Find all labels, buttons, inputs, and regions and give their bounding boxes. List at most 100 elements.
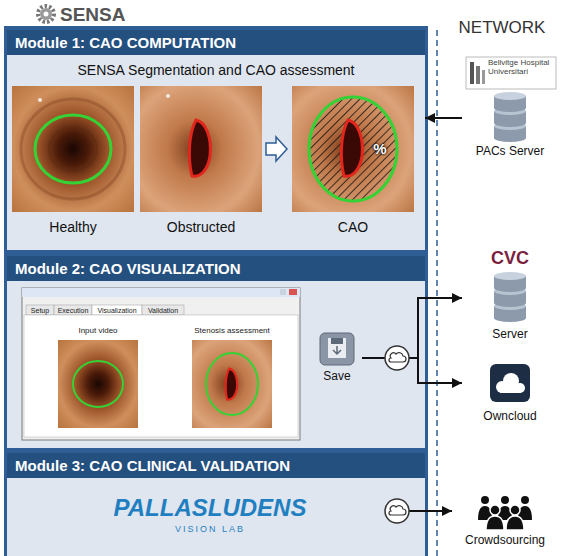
gui-screenshot xyxy=(280,289,286,295)
healthy-endoscopy-image xyxy=(12,86,134,212)
pacs-server: Bellvitge Hospital UniversitariPACs Serv… xyxy=(462,55,558,163)
obstructed-endoscopy-image xyxy=(189,120,210,176)
gui-screenshot xyxy=(24,315,298,437)
gui-screenshot xyxy=(58,340,138,428)
module-panel: Module 2: CAO VISUALIZATION Save xyxy=(7,256,425,448)
obstructed-endoscopy-image xyxy=(140,86,262,212)
module-header: Module 2: CAO VISUALIZATION xyxy=(7,256,425,281)
database-icon xyxy=(494,314,526,322)
owncloud-icon xyxy=(490,364,530,402)
crowd-icon xyxy=(478,496,532,530)
logo-wordmark: PALLASLUDENS xyxy=(100,494,320,522)
module-panel: Module 1: CAO COMPUTATION SENSA Segmentat… xyxy=(7,30,425,250)
server-label: PACs Server xyxy=(462,145,558,159)
block-arrow xyxy=(266,137,287,161)
owncloud-icon xyxy=(490,364,530,402)
cloud-junction xyxy=(385,346,409,370)
gui-tab: Validation xyxy=(142,306,184,315)
hospital-logo xyxy=(466,57,556,89)
save-icon xyxy=(331,338,343,344)
connector-arrow xyxy=(425,117,462,119)
sensa-frame: SENSAModule 1: CAO COMPUTATIONSENSA Segm… xyxy=(4,2,428,556)
gui-screenshot xyxy=(22,288,300,440)
gear-icon xyxy=(38,6,54,22)
owncloud-storage: Owncloud xyxy=(462,362,558,428)
gear-icon xyxy=(44,12,49,17)
healthy-endoscopy-image xyxy=(49,127,97,171)
sensa-frame-fill xyxy=(4,26,428,556)
save-button: Save xyxy=(312,330,362,388)
gui-caption: Stenosis assessment xyxy=(180,326,284,335)
save-icon xyxy=(320,333,354,365)
cloud-junction xyxy=(389,353,406,362)
crowd-icon xyxy=(490,505,500,515)
cao-endoscopy-image xyxy=(341,120,362,176)
connector-arrow xyxy=(362,358,462,383)
save-icon xyxy=(333,346,341,354)
database-icon xyxy=(494,272,526,322)
cloud-junction xyxy=(385,499,409,523)
gui-screenshot xyxy=(92,305,142,315)
hospital-logo xyxy=(476,66,480,84)
module-header: Module 3: CAO CLINICAL VALIDATION xyxy=(7,453,425,478)
logo-text: CVC xyxy=(462,248,558,269)
healthy-endoscopy-image xyxy=(35,115,111,183)
cao-endoscopy-image xyxy=(292,86,414,212)
server-label: Server xyxy=(462,328,558,342)
crowd-icon xyxy=(510,505,520,515)
percentage-mark: % xyxy=(368,140,392,157)
hospital-logo xyxy=(466,57,556,89)
hospital-logo xyxy=(470,62,474,84)
image-caption: Healthy xyxy=(12,219,134,235)
gear-icon xyxy=(38,6,54,22)
connector-arrow xyxy=(425,510,452,512)
database-icon xyxy=(494,272,526,280)
storage-label: Owncloud xyxy=(462,410,558,424)
gui-screenshot xyxy=(206,353,258,415)
gui-screenshot xyxy=(26,305,54,315)
database-icon xyxy=(494,92,526,100)
database-icon xyxy=(494,119,526,127)
cloud-junction xyxy=(389,506,406,515)
button-label: Save xyxy=(312,370,362,384)
module-panel-fill xyxy=(7,30,425,556)
obstructed-endoscopy-image xyxy=(166,94,170,98)
crowd-icon xyxy=(521,496,529,504)
obstructed-endoscopy-image xyxy=(140,86,262,212)
connector-stub xyxy=(409,511,425,512)
crowd-icon xyxy=(486,516,504,530)
gui-screenshot xyxy=(192,340,272,428)
gui-screenshot xyxy=(22,288,300,440)
panel-subtitle: SENSA Segmentation and CAO assessment xyxy=(7,62,425,78)
gui-screenshot xyxy=(22,288,300,297)
database-icon xyxy=(494,92,526,142)
module-header: Module 1: CAO COMPUTATION xyxy=(7,30,425,55)
healthy-endoscopy-image xyxy=(12,86,134,212)
sensa-frame-fill xyxy=(4,26,428,556)
module-panel-fill xyxy=(7,256,425,448)
gear-icon xyxy=(40,8,52,20)
crowd-icon xyxy=(481,496,489,504)
crowd-label: Crowdsourcing xyxy=(452,534,558,548)
healthy-endoscopy-image xyxy=(21,99,125,199)
save-icon xyxy=(328,338,346,358)
module-panel-fill xyxy=(7,453,425,556)
region-heading: NETWORK xyxy=(444,18,560,38)
logo-text: Bellvitge Hospital Universitari xyxy=(488,58,556,76)
gui-screenshot xyxy=(226,369,238,400)
crowd-icon xyxy=(501,496,509,504)
network-divider xyxy=(437,30,438,556)
healthy-endoscopy-image xyxy=(38,98,42,102)
gui-screenshot xyxy=(54,305,92,315)
gui-tab: Setup xyxy=(26,306,54,315)
connector-stub xyxy=(409,510,425,512)
cao-endoscopy-image xyxy=(309,97,397,201)
cloud-junction xyxy=(385,346,409,370)
gui-tab: Visualization xyxy=(92,306,142,315)
gui-caption: Input video xyxy=(52,326,144,335)
logo-subtitle: VISION LAB xyxy=(100,524,320,534)
crowd-icon xyxy=(506,516,524,530)
cvc-server: CVC Server xyxy=(462,248,558,348)
